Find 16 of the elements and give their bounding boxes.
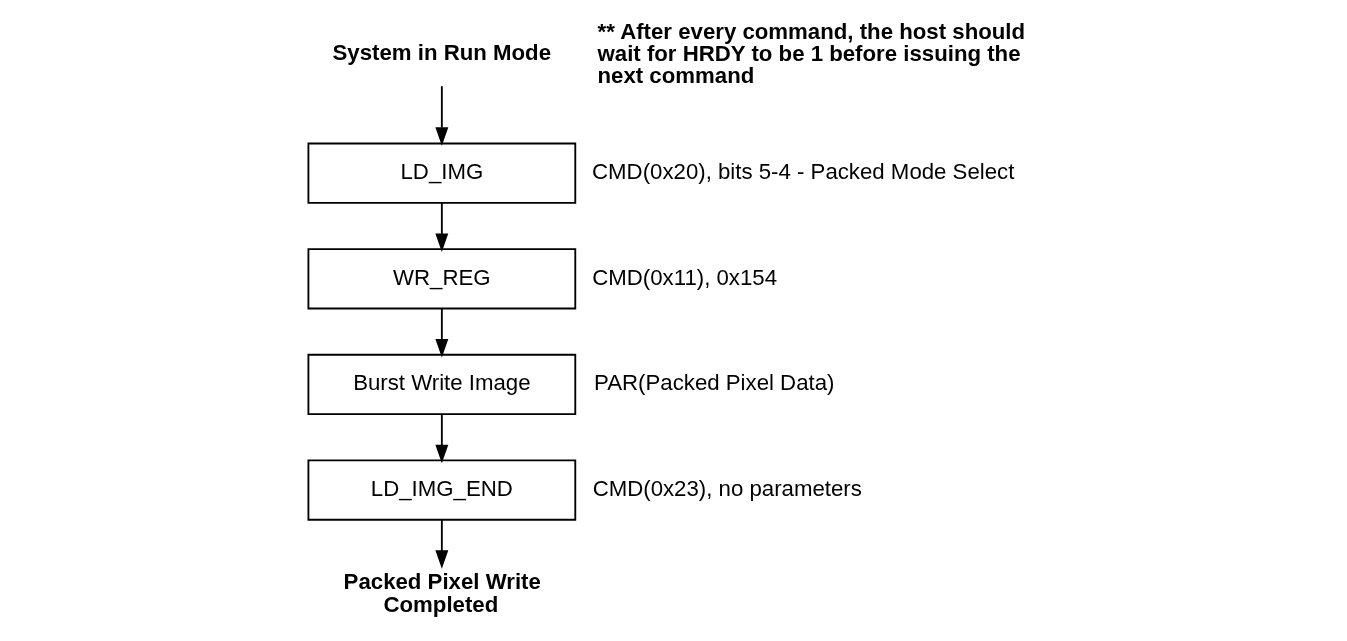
node-text: System in Run Mode [332, 40, 552, 66]
arrow [435, 85, 449, 146]
label: ** After every command, the host should wait for HRDY to be 1 before issuing the next command [597, 18, 1026, 89]
node-text: Packed Pixel Write Completed [343, 569, 541, 617]
arrow [435, 518, 449, 569]
node-box: LD_IMG_END [307, 459, 577, 521]
arrow [435, 413, 449, 464]
node-label: CMD(0x20), bits 5-4 - Packed Mode Select [592, 158, 1015, 184]
node-label: CMD(0x23), no parameters [592, 475, 862, 501]
node-box: LD_IMG [307, 142, 577, 204]
arrow [435, 307, 449, 358]
node-box: WR_REG [307, 248, 577, 310]
node-label: CMD(0x11), 0x154 [592, 264, 778, 290]
arrow [435, 201, 449, 252]
node-label: PAR(Packed Pixel Data) [594, 370, 835, 396]
node-box: Burst Write Image [307, 353, 577, 415]
